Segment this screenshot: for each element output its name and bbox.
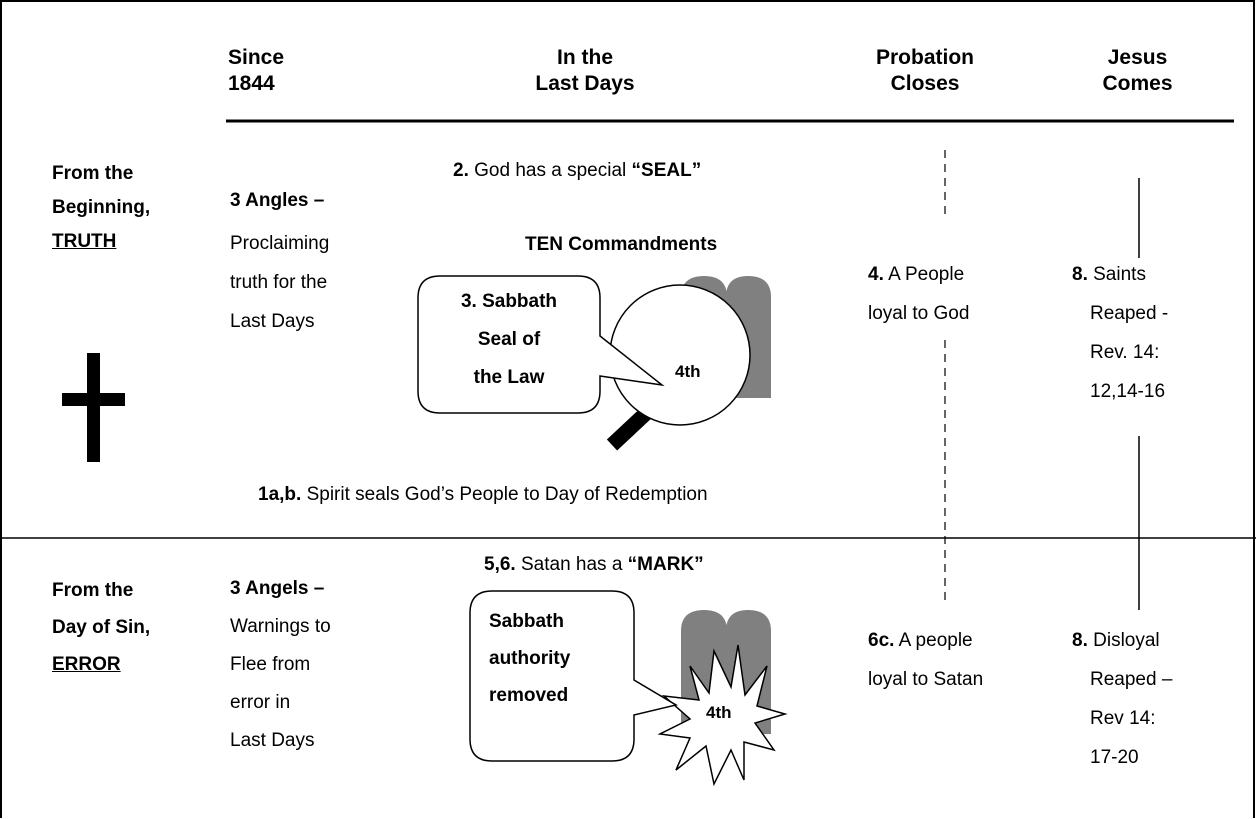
saints-line3: Rev. 14: <box>1090 342 1160 363</box>
truth-label-line2: Beginning, <box>52 197 151 218</box>
saints-line2: Reaped - <box>1090 303 1169 324</box>
disloyal-text1: Disloyal <box>1087 630 1160 651</box>
callout-line3: the Law <box>473 367 545 388</box>
truth-row-label: From the Beginning, TRUTH <box>52 157 150 259</box>
spirit-seals-statement: 1a,b. Spirit seals God’s People to Day o… <box>258 484 708 506</box>
header-since-line1: Since <box>228 46 285 69</box>
saints-number: 8. <box>1072 264 1088 285</box>
sabbath-seal-callout-text: 3. Sabbath Seal of the Law <box>418 283 600 397</box>
error-label-line2: Day of Sin, <box>52 617 151 638</box>
callout-line1: 3. Sabbath <box>460 291 558 312</box>
spirit-number: 1a,b. <box>258 484 302 505</box>
seal-number: 2. <box>453 160 469 181</box>
loyal-satan-line1: 6c. A people <box>868 621 983 660</box>
mark-statement: 5,6. Satan has a “MARK” <box>484 554 704 576</box>
header-jesus-line2: Comes <box>1102 72 1173 95</box>
angles-text-line2: truth for the <box>230 272 328 293</box>
angels-text-line3: error in <box>230 692 291 713</box>
header-since-line2: 1844 <box>228 72 275 95</box>
angels-text-line2: Flee from <box>230 654 311 675</box>
error-label-line1: From the <box>52 580 134 601</box>
header-last-days: In the Last Days <box>500 45 670 97</box>
starburst-icon <box>657 644 788 787</box>
seal-statement: 2. God has a special “SEAL” <box>453 160 701 182</box>
saints-text1: Saints <box>1087 264 1146 285</box>
mark-word: “MARK” <box>627 554 704 575</box>
angles-text-line1: Proclaiming <box>230 233 330 254</box>
mark-number: 5,6. <box>484 554 516 575</box>
disloyal-line4: 17-20 <box>1090 747 1139 768</box>
truth-label-word: TRUTH <box>52 231 117 252</box>
disloyal-number: 8. <box>1072 630 1088 651</box>
header-probation-line2: Closes <box>890 72 960 95</box>
angels-title: 3 Angels – <box>230 578 325 599</box>
error-row-label: From the Day of Sin, ERROR <box>52 572 150 683</box>
loyal-god-line1: 4. A People <box>868 255 969 294</box>
header-jesus-line1: Jesus <box>1107 46 1168 69</box>
angles-title: 3 Angles – <box>230 190 325 211</box>
disloyal-line2: Reaped – <box>1090 669 1173 690</box>
loyal-god-text1: A People <box>883 264 965 285</box>
mark-text: Satan has a <box>515 554 628 575</box>
header-jesus-comes: Jesus Comes <box>1080 45 1195 97</box>
seal-word: “SEAL” <box>631 160 702 181</box>
sabbath-authority-callout-text: Sabbath authority removed <box>489 603 570 714</box>
ten-commandments-label: TEN Commandments <box>525 234 718 255</box>
sabbath-seal-callout-bubble <box>417 275 665 414</box>
disloyal-reaped-text: 8. Disloyal Reaped – Rev 14: 17-20 <box>1072 621 1172 777</box>
error-label-word: ERROR <box>52 654 121 675</box>
header-last-days-line1: In the <box>557 46 613 69</box>
loyal-satan-line2: loyal to Satan <box>868 669 984 690</box>
header-last-days-line2: Last Days <box>535 72 635 95</box>
angels-text-line1: Warnings to <box>230 616 331 637</box>
header-since-1844: Since 1844 <box>228 45 284 97</box>
loyal-to-satan-text: 6c. A people loyal to Satan <box>868 621 983 699</box>
saints-reaped-text: 8. Saints Reaped - Rev. 14: 12,14-16 <box>1072 255 1168 411</box>
loyal-satan-text1: A people <box>894 630 973 651</box>
disloyal-line1: 8. Disloyal <box>1072 621 1172 660</box>
saints-line1: 8. Saints <box>1072 255 1168 294</box>
angels-text: Warnings to Flee from error in Last Days <box>230 608 331 760</box>
loyal-to-god-text: 4. A People loyal to God <box>868 255 969 333</box>
angels-text-line4: Last Days <box>230 730 315 751</box>
error-fourth-label: 4th <box>706 703 732 722</box>
saints-line4: 12,14-16 <box>1090 381 1166 402</box>
loyal-god-number: 4. <box>868 264 884 285</box>
sabbath-authority-callout-bubble <box>469 590 678 762</box>
truth-label-line1: From the <box>52 163 134 184</box>
loyal-satan-number: 6c. <box>868 630 895 651</box>
callout-line2: Seal of <box>477 329 541 350</box>
cross-icon <box>62 353 125 462</box>
spirit-text: Spirit seals God’s People to Day of Rede… <box>301 484 708 505</box>
seal-text: God has a special <box>468 160 632 181</box>
header-probation-line1: Probation <box>876 46 974 69</box>
fourth-commandment-label: 4th <box>675 362 701 381</box>
header-probation-closes: Probation Closes <box>855 45 995 97</box>
error-callout-line1: Sabbath <box>489 611 564 632</box>
disloyal-line3: Rev 14: <box>1090 708 1156 729</box>
angles-text-line3: Last Days <box>230 311 315 332</box>
error-callout-line2: authority <box>489 648 571 669</box>
error-callout-line3: removed <box>489 685 569 706</box>
loyal-god-line2: loyal to God <box>868 303 970 324</box>
angles-text: Proclaiming truth for the Last Days <box>230 224 329 341</box>
